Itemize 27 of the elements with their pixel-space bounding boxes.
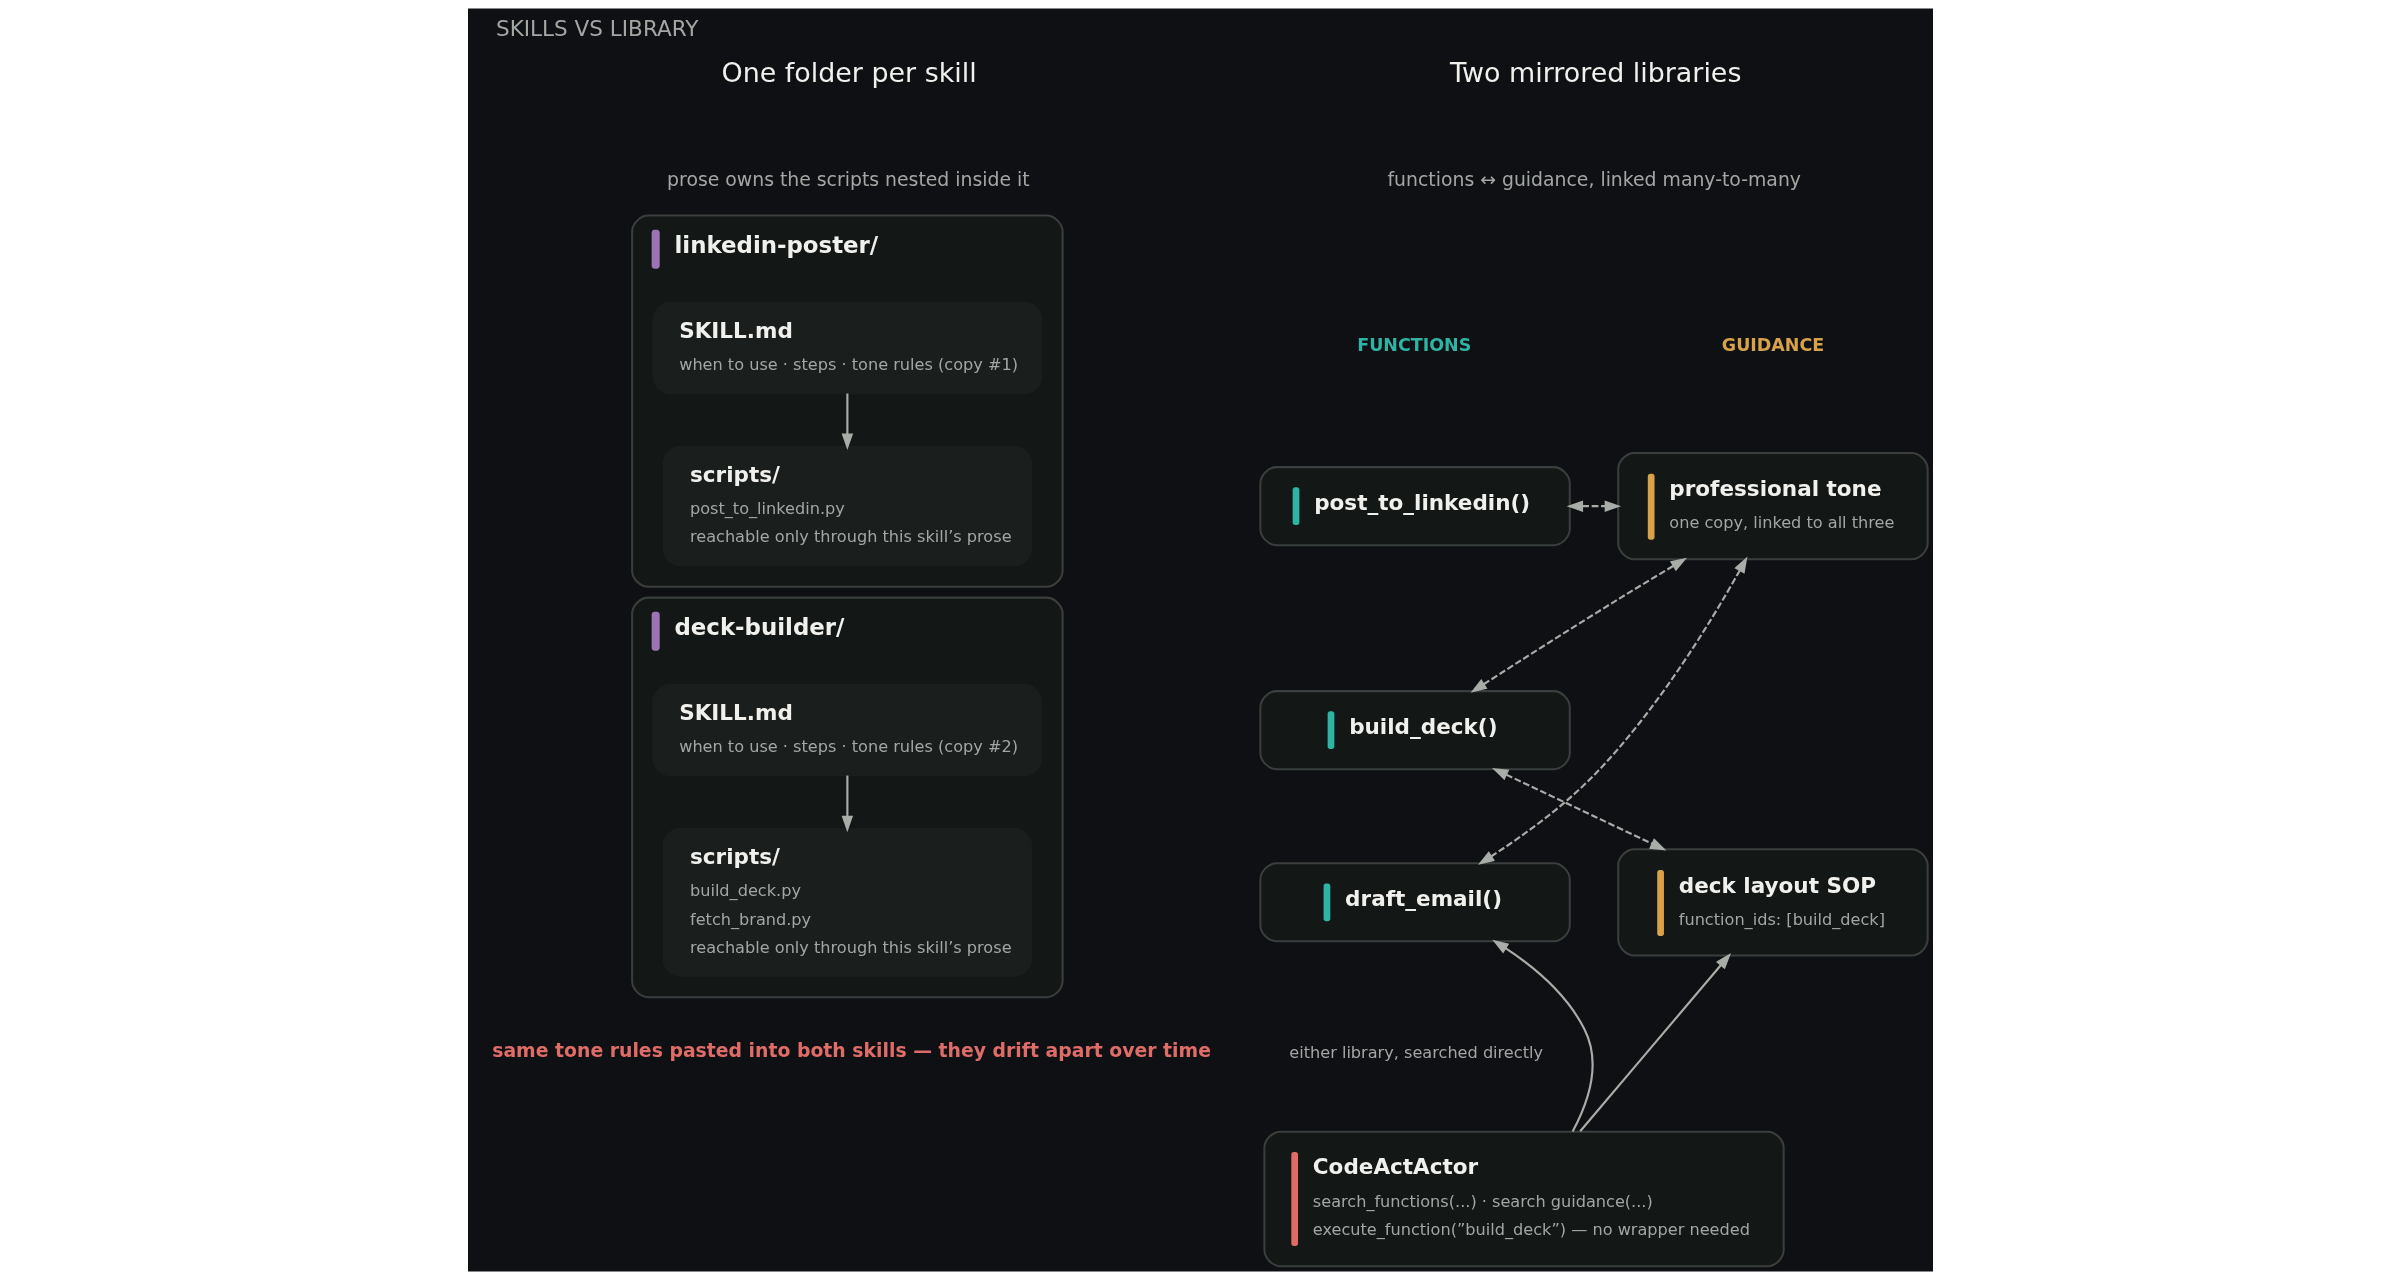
label: same tone rules pasted into both skills — they drift apart over time: [491, 1040, 1211, 1062]
node-box: professional tone one copy, linked to all three: [1616, 452, 1929, 561]
label: FUNCTIONS: [1356, 335, 1471, 356]
node-box: SKILL.md when to use · steps · tone rules (copy #1): [652, 302, 1042, 395]
label: Two mirrored libraries: [1449, 57, 1741, 89]
diagram-title: SKILLS VS LIBRARY: [495, 16, 698, 42]
node-box: scripts/ post_to_linkedin.py reachable only through this skill’s prose: [662, 445, 1032, 567]
arrow: [841, 775, 853, 833]
label: One folder per skill: [721, 57, 977, 89]
node-box: build_deck(): [1258, 690, 1571, 771]
arrow: [1578, 953, 1731, 1132]
node-box: draft_email(): [1258, 862, 1571, 943]
label: GUIDANCE: [1721, 335, 1824, 356]
arrow: [1566, 500, 1621, 512]
label: functions ↔ guidance, linked many-to-many: [1386, 168, 1801, 190]
node-box: deck layout SOP function_ids: [build_deck]: [1616, 848, 1929, 957]
arrow: [1470, 557, 1687, 693]
node-box: scripts/ build_deck.py fetch_brand.py reachable only through this skill’s prose: [662, 828, 1032, 977]
label: prose owns the scripts nested inside it: [666, 168, 1030, 190]
node-box: CodeActActor search_functions(...) · search guidance(...) execute_function(”build_deck”) — no wrapper needed: [1262, 1130, 1785, 1268]
arrow: [1477, 556, 1747, 865]
arrow: [1491, 939, 1594, 1132]
arrow: [1491, 767, 1666, 851]
label: either library, searched directly: [1288, 1042, 1543, 1062]
arrow: [841, 393, 853, 450]
node-box: post_to_linkedin(): [1258, 466, 1571, 547]
node-box: SKILL.md when to use · steps · tone rules (copy #2): [652, 684, 1042, 777]
